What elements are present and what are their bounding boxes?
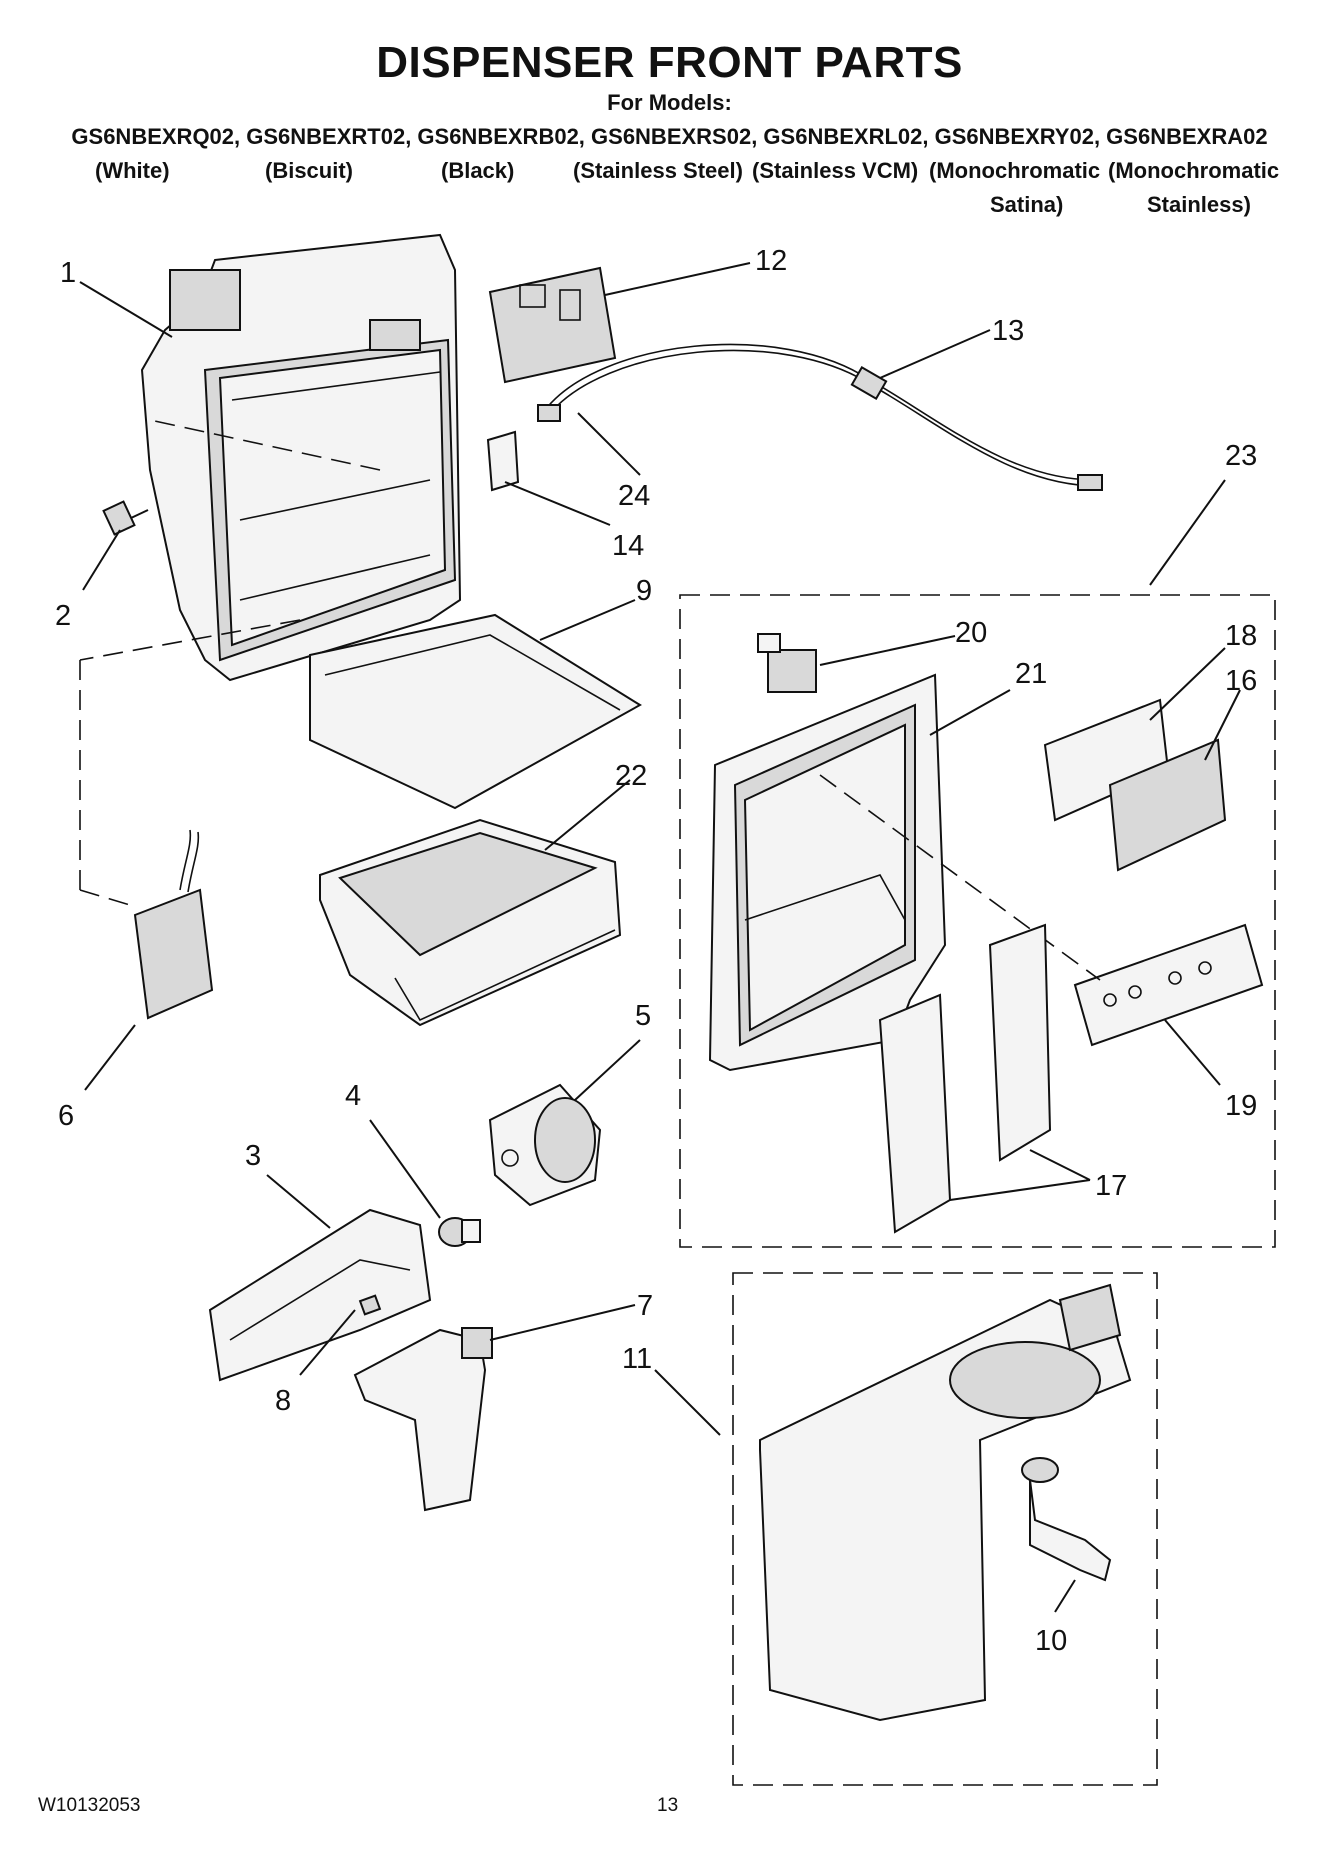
leader-24 (577, 412, 641, 476)
callout-16: 16 (1225, 665, 1257, 697)
callout-7: 7 (637, 1290, 653, 1322)
leader-19 (1164, 1019, 1221, 1086)
color-stainless-vcm: (Stainless VCM) (752, 158, 919, 183)
leader-3 (266, 1174, 331, 1229)
callout-17: 17 (1095, 1170, 1127, 1202)
models-subtitle: For Models: (607, 90, 732, 115)
part-chute-door (309, 613, 642, 810)
callout-2: 2 (55, 600, 71, 632)
callout-1: 1 (60, 257, 76, 289)
part-ice-chute-housing (759, 1283, 1132, 1722)
callout-23: 23 (1225, 440, 1257, 472)
leader-1 (79, 281, 173, 338)
part-lever (353, 1327, 493, 1512)
color-satina-cont: Satina) (990, 192, 1064, 217)
callout-22: 22 (615, 760, 647, 792)
model-colors: (White) (Biscuit) (Black) (Stainless Ste… (0, 158, 1339, 188)
callout-19: 19 (1225, 1090, 1257, 1122)
page-title: DISPENSER FRONT PARTS (376, 38, 963, 87)
model-numbers: GS6NBEXRQ02, GS6NBEXRT02, GS6NBEXRB02, G… (71, 124, 1268, 149)
part-mounting-bracket (208, 1208, 432, 1382)
callout-3: 3 (245, 1140, 261, 1172)
leader-9 (539, 599, 636, 641)
part-motor (488, 1083, 602, 1207)
callout-11: 11 (622, 1343, 652, 1375)
leader-2 (82, 529, 121, 591)
leader-17a (949, 1179, 1091, 1201)
leader-6 (84, 1024, 136, 1091)
part-interface-board (1108, 738, 1227, 872)
part-bracket (486, 430, 520, 492)
color-monochromatic-stainless: (Monochromatic (1108, 158, 1280, 183)
leader-4 (369, 1119, 441, 1219)
part-paddles (878, 923, 1052, 1234)
leader-23 (1149, 479, 1226, 586)
callout-13: 13 (992, 315, 1024, 347)
part-housing (79, 233, 462, 906)
part-wire-harness (537, 343, 1103, 491)
leader-16 (1204, 689, 1241, 761)
callout-10: 10 (1035, 1625, 1067, 1657)
leader-18 (1149, 647, 1226, 721)
part-small-screw (358, 1294, 382, 1316)
color-stainless-cont: Stainless) (1147, 192, 1251, 217)
color-biscuit: (Biscuit) (265, 158, 353, 183)
assembly-group-box-23 (679, 594, 1276, 1248)
leader-17b (1029, 1149, 1091, 1181)
color-black: (Black) (441, 158, 515, 183)
part-water-fitting (1021, 1457, 1112, 1582)
color-stainless-steel: (Stainless Steel) (573, 158, 743, 183)
color-white: (White) (95, 158, 170, 183)
model-colors-second-line: Satina) Stainless) (0, 192, 1339, 222)
callout-20: 20 (955, 617, 987, 649)
leader-11 (654, 1369, 721, 1436)
assembly-group-box-11 (732, 1272, 1158, 1786)
document-number: W10132053 (38, 1795, 141, 1816)
leader-10 (1054, 1579, 1076, 1613)
leader-14 (504, 481, 611, 526)
part-light-assembly (757, 633, 817, 693)
callout-4: 4 (345, 1080, 361, 1112)
leader-20 (819, 635, 956, 666)
callout-5: 5 (635, 1000, 651, 1032)
callout-14: 14 (612, 530, 644, 562)
page-number: 13 (657, 1795, 679, 1816)
leader-8 (299, 1309, 356, 1376)
part-screw (102, 500, 149, 536)
callout-21: 21 (1015, 658, 1047, 690)
callout-6: 6 (58, 1100, 74, 1132)
leader-22 (544, 779, 631, 851)
callout-8: 8 (275, 1385, 291, 1417)
leader-7 (489, 1304, 636, 1341)
callout-12: 12 (755, 245, 787, 277)
part-drip-tray (319, 818, 622, 1027)
part-control-board (488, 266, 617, 384)
callout-24: 24 (618, 480, 650, 512)
part-front-frame (708, 673, 947, 1072)
leader-12 (604, 262, 751, 296)
part-control-overlay (1073, 923, 1264, 1047)
leader-21 (929, 689, 1011, 736)
leader-13 (879, 329, 991, 379)
color-monochromatic-satina: (Monochromatic (929, 158, 1101, 183)
leader-5 (574, 1039, 641, 1101)
part-actuator (438, 1217, 481, 1247)
callout-18: 18 (1225, 620, 1257, 652)
callout-9: 9 (636, 575, 652, 607)
part-switch (133, 829, 214, 1020)
